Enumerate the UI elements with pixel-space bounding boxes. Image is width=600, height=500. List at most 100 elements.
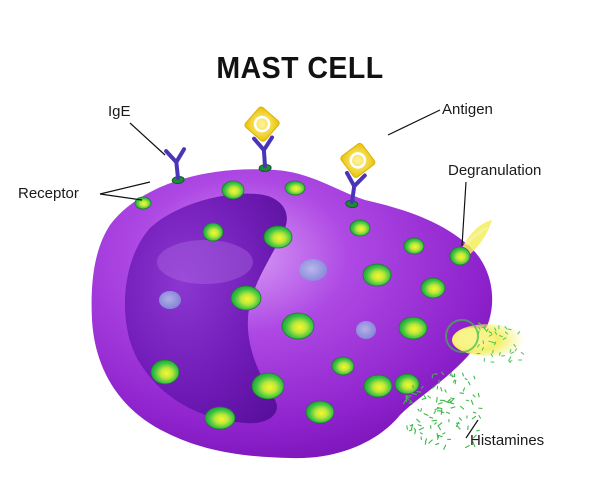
histamine-particle xyxy=(462,387,466,392)
histamine-particle xyxy=(437,402,443,405)
histamine-particle xyxy=(450,397,455,403)
antigen-ring xyxy=(349,152,367,169)
histamine-particle xyxy=(504,326,508,330)
histamine-particle xyxy=(405,394,409,401)
diagram-title: MAST CELL xyxy=(216,50,384,85)
histamine-particle xyxy=(517,331,521,335)
histamine-particle xyxy=(424,441,427,445)
pointer-ige xyxy=(129,122,166,156)
histamine-particle xyxy=(484,328,487,332)
histamine-particle xyxy=(410,423,414,430)
histamine-particle xyxy=(462,372,465,377)
histamine-particle xyxy=(470,399,474,405)
histamine-particle xyxy=(414,429,417,435)
histamine-particle xyxy=(458,417,462,421)
granule xyxy=(331,356,355,376)
antibody-arm xyxy=(252,136,266,153)
histamine-particle xyxy=(520,351,525,355)
histamine-particle xyxy=(406,395,410,399)
histamine-particle xyxy=(498,351,501,356)
histamine-particle xyxy=(409,424,413,427)
histamine-particle xyxy=(436,406,443,410)
antibody-stem xyxy=(350,184,357,204)
granule xyxy=(221,180,245,200)
histamine-particle xyxy=(419,432,423,435)
granule xyxy=(362,263,392,287)
histamine-particle xyxy=(435,442,440,446)
histamine-particle xyxy=(488,334,493,337)
granule xyxy=(202,222,224,242)
granule-faint xyxy=(159,291,181,309)
histamine-particle xyxy=(494,341,497,346)
degranulation-burst-upper xyxy=(462,220,492,256)
histamine-particle xyxy=(436,396,438,403)
histamine-particle xyxy=(449,372,452,377)
histamine-particle xyxy=(427,395,431,399)
histamine-particle xyxy=(502,337,507,340)
histamine-particle xyxy=(436,432,439,438)
histamine-particle xyxy=(472,441,476,448)
histamine-particle xyxy=(460,405,465,410)
histamine-particle xyxy=(478,414,481,419)
histamine-particle xyxy=(477,322,482,325)
ige-antibody-with-antigen xyxy=(244,106,280,173)
histamine-particle xyxy=(438,434,443,438)
histamine-particle xyxy=(478,326,481,331)
histamine-particle xyxy=(434,422,437,425)
histamine-particle xyxy=(477,330,480,335)
histamine-particle xyxy=(472,411,477,414)
histamine-particle xyxy=(445,411,450,414)
antibody-arm xyxy=(261,135,275,153)
histamine-particle xyxy=(494,327,497,332)
antibody-stem xyxy=(261,148,267,168)
histamine-particle xyxy=(476,344,480,348)
histamine-particle xyxy=(423,413,429,416)
histamine-particle xyxy=(490,353,493,358)
antibody-arm xyxy=(352,173,367,189)
granule-faint xyxy=(356,321,376,339)
histamine-particle xyxy=(452,379,456,383)
histamine-particle xyxy=(409,399,414,405)
histamine-particle xyxy=(437,422,443,427)
granule xyxy=(150,359,180,385)
granule xyxy=(403,237,425,255)
histamine-particle xyxy=(508,356,512,360)
histamine-particle xyxy=(442,432,446,435)
antibody-arm xyxy=(174,147,187,165)
histamine-particle xyxy=(464,378,468,381)
histamine-particle xyxy=(446,398,451,403)
granule xyxy=(449,246,471,266)
pointer-antigen xyxy=(387,109,441,136)
label-degranulation: Degranulation xyxy=(448,162,542,179)
label-histamines: Histamines xyxy=(470,432,545,449)
histamine-particle xyxy=(424,438,427,443)
histamine-particle xyxy=(472,394,476,398)
granule xyxy=(281,312,315,340)
histamine-particle xyxy=(494,331,498,335)
granule xyxy=(420,277,446,299)
histamine-particle xyxy=(405,396,408,403)
histamine-particle xyxy=(418,427,425,431)
histamine-particle xyxy=(464,445,470,449)
histamine-particle xyxy=(450,406,456,409)
pointer-receptor xyxy=(99,193,143,201)
histamine-particle xyxy=(514,348,518,352)
histamine-particle xyxy=(507,328,512,331)
histamine-particle xyxy=(420,385,424,389)
histamine-particle xyxy=(492,349,494,354)
histamine-particle xyxy=(498,335,503,338)
histamine-particle xyxy=(420,408,422,412)
histamine-particle xyxy=(421,397,427,400)
histamine-particle xyxy=(433,410,437,414)
label-receptor: Receptor xyxy=(18,185,79,202)
antigen-ring xyxy=(253,115,271,133)
histamine-particle xyxy=(429,416,434,419)
histamine-particle xyxy=(488,331,493,334)
histamine-particle xyxy=(472,434,477,439)
histamine-particle xyxy=(440,371,445,376)
histamine-particle xyxy=(481,346,484,351)
histamine-particle xyxy=(482,340,485,345)
histamine-particle xyxy=(473,375,476,380)
histamine-particle xyxy=(416,418,421,423)
